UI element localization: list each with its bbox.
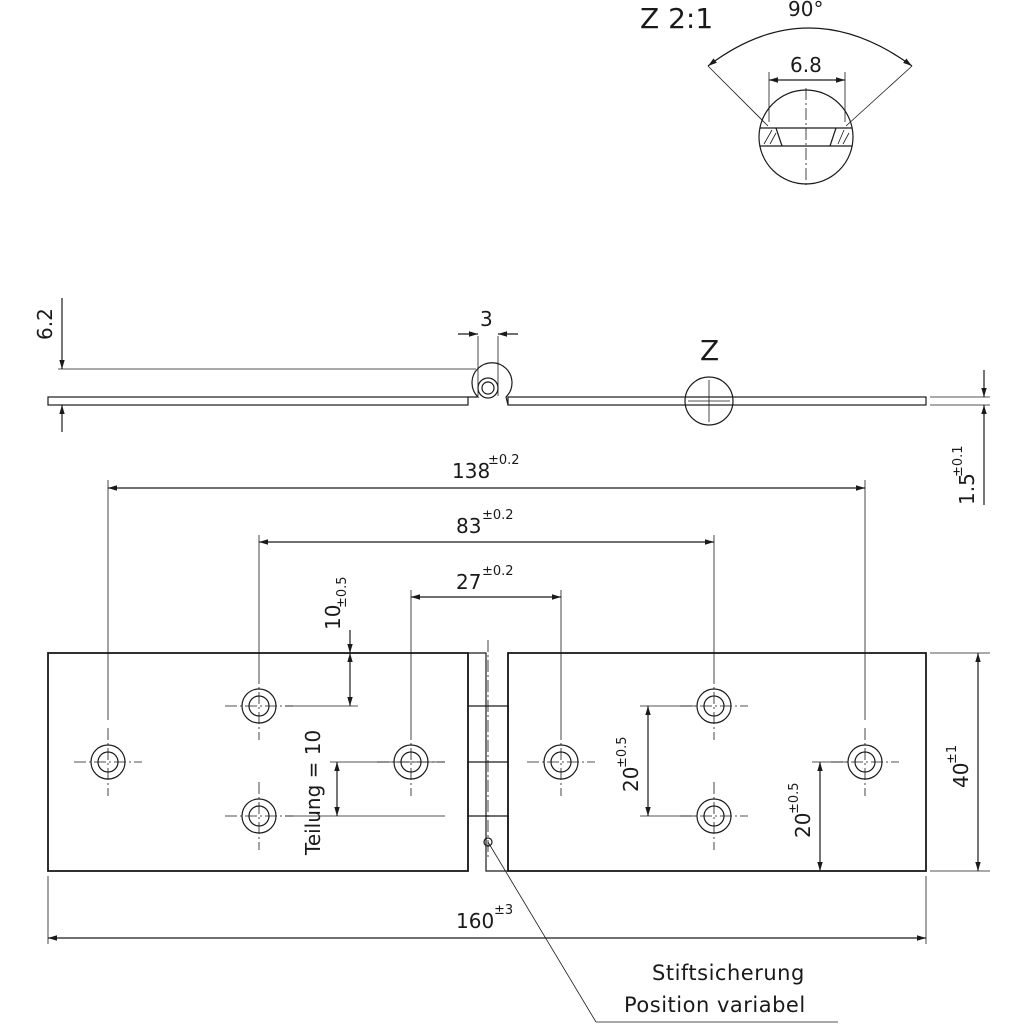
dim-27-value: 27 xyxy=(456,570,481,594)
angle-leg-left xyxy=(707,65,769,127)
knuckle-1 xyxy=(467,652,487,707)
hole xyxy=(527,728,595,796)
callout-leader xyxy=(487,841,597,1023)
angle-leg-right xyxy=(845,65,913,127)
dim-83-value: 83 xyxy=(456,514,481,538)
dim-10-tol: ±0.5 xyxy=(335,576,350,608)
pin-lock-callout: Stiftsicherung Position variabel xyxy=(487,841,838,1023)
dim-160-value: 160 xyxy=(456,909,494,933)
angle-arc xyxy=(707,27,913,67)
side-leaf-left xyxy=(47,396,469,406)
dim-27-tol: ±0.2 xyxy=(482,564,514,579)
dim-20b-value: 20 xyxy=(791,813,815,838)
plate-thickness-label: 1.5 xyxy=(955,473,979,505)
dim-83-tol: ±0.2 xyxy=(482,508,514,523)
dim-40-value: 40 xyxy=(949,763,973,788)
dim-160-tol: ±3 xyxy=(494,903,513,918)
dim-20a-tol: ±0.5 xyxy=(615,736,630,768)
dim-20b-tol: ±0.5 xyxy=(787,782,802,814)
hole xyxy=(225,782,293,850)
dim-138-tol: ±0.2 xyxy=(488,453,520,468)
knuckle-2 xyxy=(485,705,509,763)
callout-line1: Stiftsicherung xyxy=(652,961,805,985)
callout-line2: Position variabel xyxy=(624,993,806,1017)
dim-20a-value: 20 xyxy=(619,767,643,792)
dim-10-value: 10 xyxy=(321,605,345,630)
dim-40-tol: ±1 xyxy=(945,745,960,764)
pitch-label: Teilung = 10 xyxy=(301,730,325,856)
knuckle-3 xyxy=(467,761,487,817)
pin-inner xyxy=(481,381,495,395)
z-marker-circle xyxy=(684,376,734,426)
detail-angle: 90° xyxy=(788,0,823,21)
thickness-label: 6.2 xyxy=(33,308,57,340)
countersink-right xyxy=(829,127,837,147)
plate-thickness-tol: ±0.1 xyxy=(951,445,966,477)
hole xyxy=(74,728,142,796)
hole xyxy=(225,672,293,740)
detail-z: Z 2:1 90° 6.8 xyxy=(640,0,913,186)
pin-lock-hole xyxy=(483,837,493,847)
z-marker-label: Z xyxy=(700,334,719,367)
dim-138-value: 138 xyxy=(452,459,490,483)
knuckle xyxy=(468,362,513,406)
detail-label: Z 2:1 xyxy=(640,2,713,35)
pin-outer xyxy=(477,377,499,399)
side-view: 3 6.2 Z 1.5 ±0.1 xyxy=(33,298,990,505)
countersink-left xyxy=(775,127,783,147)
side-leaf-right xyxy=(507,396,927,406)
pin-dia-label: 3 xyxy=(480,307,493,331)
plan-view: 138 ±0.2 83 ±0.2 27 ±0.2 10 ±0.5 Teilung… xyxy=(47,453,990,944)
detail-width: 6.8 xyxy=(790,53,822,77)
